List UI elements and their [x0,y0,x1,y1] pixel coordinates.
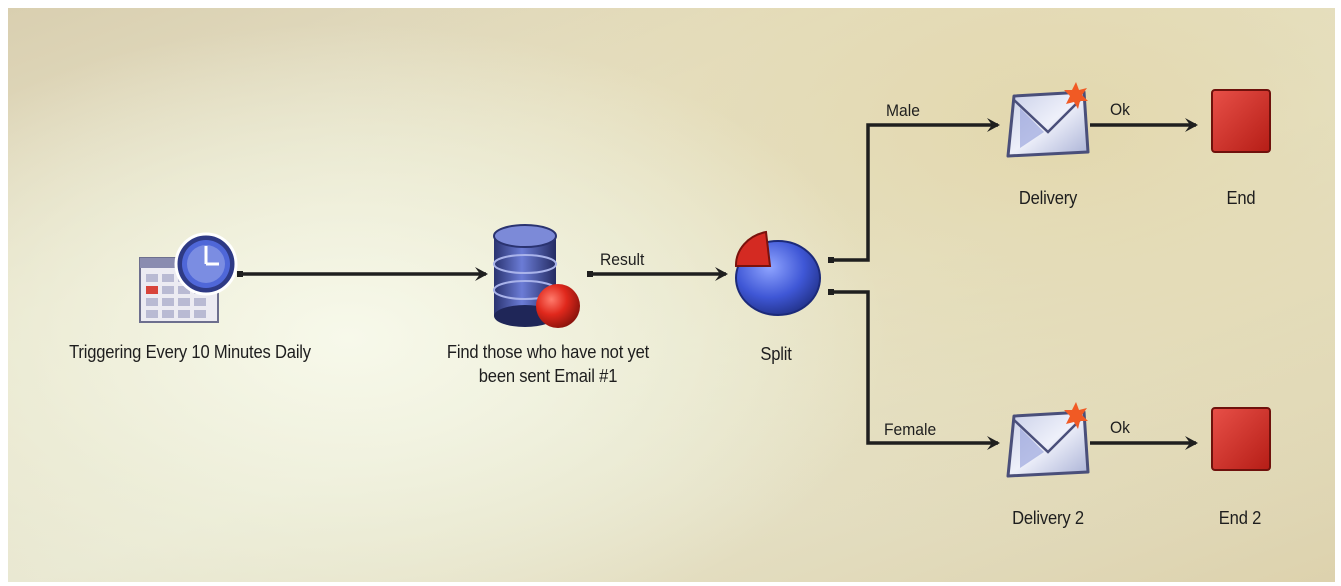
scheduler-clock-icon [139,232,238,323]
pie-split-icon [734,230,821,316]
node-trigger[interactable] [136,228,240,328]
end-square-icon [1211,407,1271,471]
edge-delivery-ok-label: Ok [1110,100,1130,119]
port-trigger-out[interactable] [237,271,243,277]
node-split[interactable] [726,226,826,318]
node-query-label-line1: Find those who have not yet [446,342,650,362]
node-delivery[interactable] [1000,78,1096,164]
node-trigger-label: Triggering Every 10 Minutes Daily [69,342,311,362]
edge-split-male[interactable] [832,118,1000,262]
node-end2[interactable] [1208,404,1276,476]
edge-query-to-split-label: Result [600,250,645,269]
port-query-out[interactable] [587,271,593,277]
edge-split-male-label: Male [886,101,920,120]
edge-delivery2-ok-label: Ok [1110,418,1130,437]
envelope-delivery-icon [1006,402,1090,478]
port-split-male[interactable] [828,257,834,263]
node-query-label: Find those who have not yet been sent Em… [401,340,695,388]
node-query-label-line2: been sent Email #1 [478,366,618,386]
node-delivery2[interactable] [1000,398,1096,484]
node-query[interactable] [486,220,586,332]
edge-split-female[interactable] [832,290,1000,450]
edge-split-female-label: Female [884,420,937,439]
end-square-icon [1211,89,1271,153]
node-end-label: End [1226,188,1256,208]
workflow-canvas: Triggering Every 10 Minutes Daily [8,8,1335,582]
node-end[interactable] [1208,86,1276,158]
port-split-female[interactable] [828,289,834,295]
envelope-delivery-icon [1006,82,1090,158]
node-end2-label: End 2 [1218,508,1262,528]
node-split-label: Split [760,344,792,364]
connectors-layer [237,118,1198,450]
database-query-icon [493,224,580,328]
node-delivery2-label: Delivery 2 [1012,508,1084,528]
node-delivery-label: Delivery [1018,188,1078,208]
